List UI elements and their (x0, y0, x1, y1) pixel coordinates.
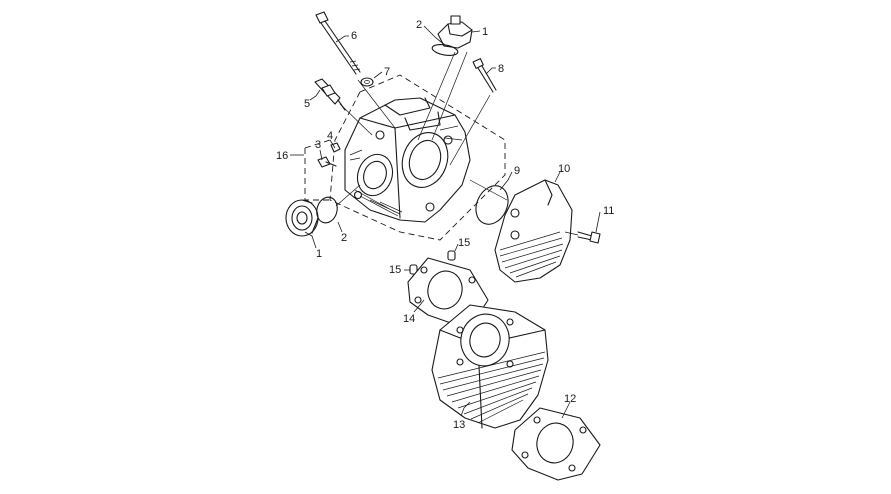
callout-1-left: 1 (316, 248, 322, 260)
callout-9: 9 (514, 165, 520, 177)
callout-8: 8 (498, 63, 504, 75)
callout-3: 3 (315, 139, 321, 151)
valve-cap-top (437, 15, 473, 49)
o-ring-top (431, 44, 459, 56)
cylinder-head (344, 97, 471, 223)
callout-11: 11 (603, 205, 614, 217)
callout-7: 7 (384, 66, 390, 78)
callout-4: 4 (327, 130, 333, 142)
spark-plug (314, 78, 346, 111)
valve-cap-left (285, 199, 319, 237)
callout-10: 10 (558, 163, 570, 175)
small-bolt (317, 156, 337, 168)
alignment-lines (335, 51, 579, 236)
cylinder-block (431, 304, 549, 429)
o-ring-large (475, 185, 509, 225)
callout-15-lower: 15 (389, 264, 401, 276)
bolt-8 (472, 58, 497, 93)
washer (360, 77, 374, 87)
callout-15-upper: 15 (458, 237, 470, 249)
leader-lines (290, 25, 601, 419)
dowel-pin-b (409, 264, 418, 275)
callout-2-left: 2 (341, 232, 347, 244)
callout-1-top: 1 (482, 26, 488, 38)
callout-16: 16 (276, 150, 288, 162)
base-gasket (511, 407, 601, 481)
callout-labels: 1 2 6 7 8 5 4 3 16 9 10 11 1 2 15 15 14 … (276, 19, 614, 431)
callout-12: 12 (564, 393, 576, 405)
callout-6: 6 (351, 30, 357, 42)
dowel-pin-a (447, 250, 456, 261)
side-cover (494, 179, 573, 283)
callout-2-top: 2 (416, 19, 422, 31)
callout-13: 13 (453, 419, 465, 431)
bolt-11 (577, 231, 601, 244)
stud-bolt (315, 11, 361, 75)
callout-14: 14 (403, 313, 415, 325)
callout-5: 5 (304, 98, 310, 110)
o-ring-left (316, 196, 338, 224)
